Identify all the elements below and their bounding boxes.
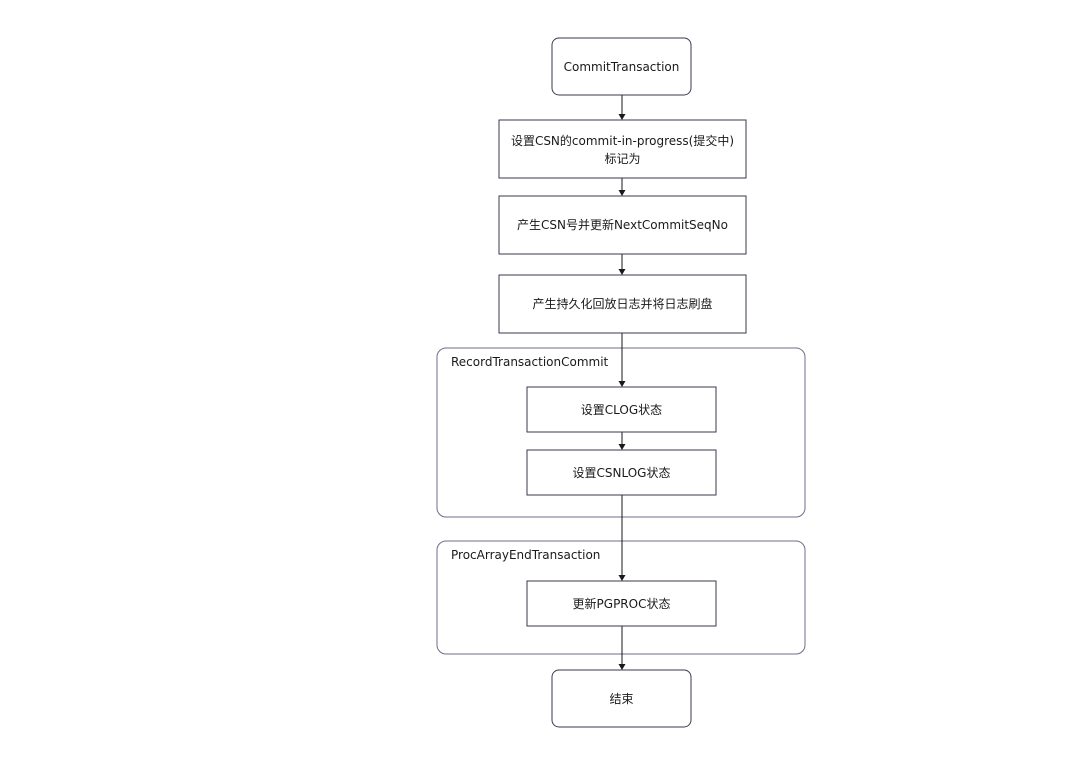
- arrowhead: [618, 444, 626, 450]
- group-label-record-transaction-commit: RecordTransactionCommit: [451, 355, 609, 369]
- edge-set-csnlog-to-update-pgproc: [618, 495, 626, 581]
- node-commit-transaction: CommitTransaction: [551, 37, 692, 96]
- arrowhead: [618, 664, 626, 670]
- arrowhead: [618, 114, 626, 120]
- node-label-write-flush-log: 产生持久化回放日志并将日志刷盘: [532, 296, 712, 311]
- node-write-flush-log: 产生持久化回放日志并将日志刷盘: [498, 274, 747, 334]
- edge-update-pgproc-to-end: [618, 626, 626, 670]
- node-label-end: 结束: [609, 692, 633, 706]
- node-label-set-csn-line1: 设置CSN的commit-in-progress(提交中): [511, 133, 734, 148]
- edge-flush-log-to-set-clog: [618, 333, 626, 387]
- group-label-proc-array-end-transaction: ProcArrayEndTransaction: [451, 548, 600, 562]
- edge-commit-to-set-csn-flag: [618, 95, 626, 120]
- edge-generate-csn-to-flush-log: [618, 254, 626, 275]
- node-label-set-csnlog-status: 设置CSNLOG状态: [573, 466, 671, 480]
- arrowhead: [618, 190, 626, 196]
- node-label-set-clog-status: 设置CLOG状态: [581, 403, 662, 417]
- edge-set-csn-flag-to-generate-csn: [618, 178, 626, 196]
- arrowhead: [618, 381, 626, 387]
- node-label-commit-transaction: CommitTransaction: [564, 60, 680, 74]
- node-label-generate-csn: 产生CSN号并更新NextCommitSeqNo: [517, 217, 728, 232]
- node-label-set-csn-line2: 标记为: [604, 152, 640, 166]
- node-update-pgproc-status: 更新PGPROC状态: [526, 580, 717, 627]
- arrowhead: [618, 575, 626, 581]
- edge-set-clog-to-set-csnlog: [618, 432, 626, 450]
- node-label-update-pgproc-status: 更新PGPROC状态: [573, 596, 671, 611]
- arrowhead: [618, 269, 626, 275]
- node-set-csn-commit-in-progress: 设置CSN的commit-in-progress(提交中) 标记为: [498, 119, 747, 179]
- node-generate-csn: 产生CSN号并更新NextCommitSeqNo: [498, 195, 747, 255]
- node-end: 结束: [551, 669, 692, 728]
- node-set-clog-status: 设置CLOG状态: [526, 386, 717, 433]
- node-set-csnlog-status: 设置CSNLOG状态: [526, 449, 717, 496]
